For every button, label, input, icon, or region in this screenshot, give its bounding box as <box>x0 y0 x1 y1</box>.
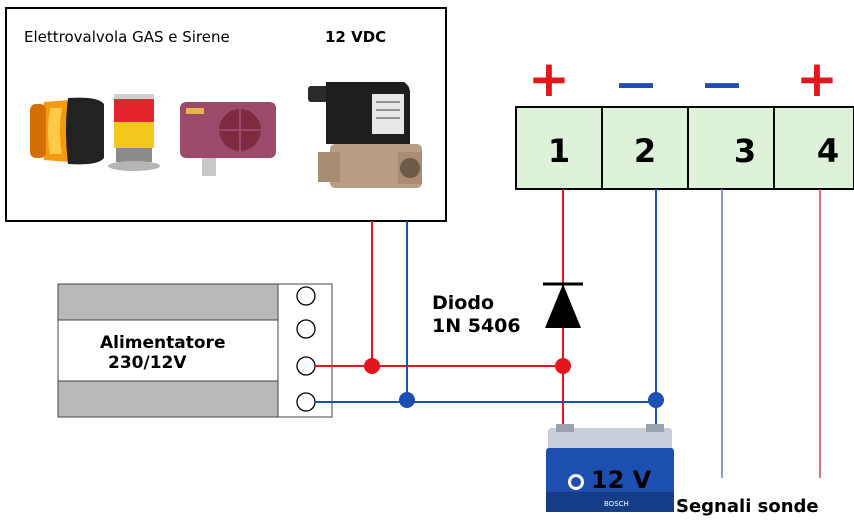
signal-tower-icon <box>108 94 160 171</box>
terminal-4-polarity: + <box>796 50 838 108</box>
diode-label-2: 1N 5406 <box>432 315 521 337</box>
terminal-4-number: 4 <box>817 132 839 170</box>
terminal-screw-icon <box>296 392 316 412</box>
wires <box>315 189 821 478</box>
junction-node <box>364 358 380 374</box>
terminal-2-number: 2 <box>634 132 656 170</box>
beacon-light-icon <box>30 97 104 165</box>
device-voltage: 12 VDC <box>325 28 386 46</box>
battery-brand: BOSCH <box>604 500 629 508</box>
terminal-screw-icon <box>296 319 316 339</box>
junction-node <box>399 392 415 408</box>
power-supply-label-1: Alimentatore <box>100 333 225 353</box>
terminal-1-number: 1 <box>548 132 570 170</box>
terminal-3-polarity: — <box>703 61 741 105</box>
device-title: Elettrovalvola GAS e Sirene <box>24 28 230 46</box>
terminal-2-polarity: — <box>617 61 655 105</box>
battery-icon <box>546 424 674 512</box>
terminal-screw-icon <box>296 356 316 376</box>
power-supply-label-2: 230/12V <box>108 353 187 373</box>
terminal-3-number: 3 <box>734 132 756 170</box>
terminal-1-polarity: + <box>528 50 570 108</box>
power-supply <box>57 283 333 418</box>
gas-valve-icon <box>308 82 422 188</box>
diode-label-1: Diodo <box>432 292 494 314</box>
signals-label: Segnali sonde <box>676 496 819 517</box>
siren-box-icon <box>180 102 276 176</box>
junction-node <box>648 392 664 408</box>
terminal-screw-icon <box>296 286 316 306</box>
terminal-block: 1 2 3 4 <box>515 106 854 190</box>
battery-voltage: 12 V <box>591 466 652 494</box>
diode-symbol <box>543 282 583 328</box>
junction-node <box>555 358 571 374</box>
